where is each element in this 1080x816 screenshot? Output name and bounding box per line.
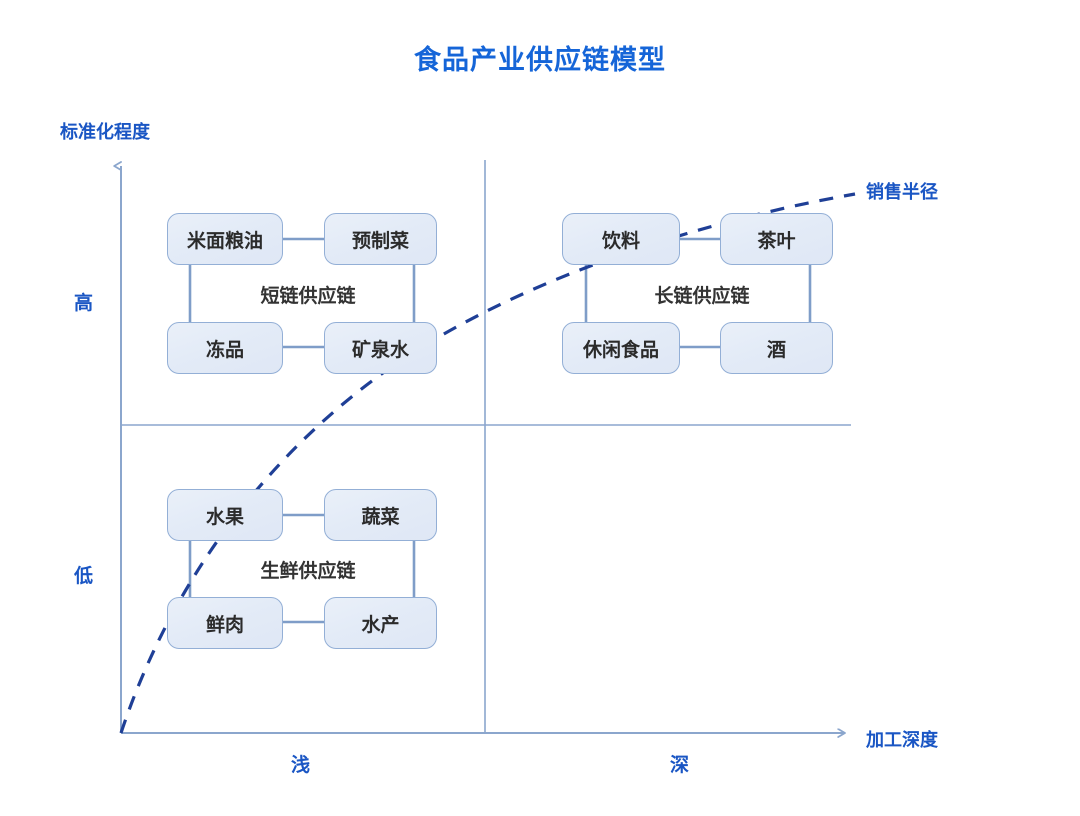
node-beverages[interactable]: 饮料 [562,213,680,265]
group-label-short-chain: 短链供应链 [234,281,382,308]
node-label: 休闲食品 [582,338,659,361]
y-tick-low: 低 [74,565,94,587]
page-title: 食品产业供应链模型 [414,45,666,76]
sales-radius-curve [119,192,856,734]
node-label: 酒 [766,338,786,361]
node-label: 鲜肉 [205,613,244,636]
y-axis-title: 标准化程度 [60,122,150,143]
x-tick-deep: 深 [670,754,690,776]
node-vegetables[interactable]: 蔬菜 [324,489,437,541]
node-label: 水产 [361,613,400,636]
node-label: 矿泉水 [351,338,409,361]
node-frozen-goods[interactable]: 冻品 [167,322,283,374]
group-label-fresh-chain: 生鲜供应链 [234,556,382,583]
node-aquatic-products[interactable]: 水产 [324,597,437,649]
node-label: 预制菜 [351,229,409,252]
node-label: 水果 [205,505,244,528]
node-label: 冻品 [205,338,244,361]
node-fresh-meat[interactable]: 鲜肉 [167,597,283,649]
y-tick-high: 高 [74,292,94,314]
node-label: 米面粮油 [186,229,263,252]
node-label: 饮料 [601,229,640,252]
node-label: 茶叶 [757,229,796,252]
node-liquor[interactable]: 酒 [720,322,833,374]
node-label: 蔬菜 [361,505,400,528]
group-label-long-chain: 长链供应链 [628,281,776,308]
node-snack-food[interactable]: 休闲食品 [562,322,680,374]
node-mineral-water[interactable]: 矿泉水 [324,322,437,374]
x-axis-title: 加工深度 [866,730,938,751]
node-fruit[interactable]: 水果 [167,489,283,541]
sales-radius-label: 销售半径 [866,182,938,203]
node-tea[interactable]: 茶叶 [720,213,833,265]
node-prepared-dishes[interactable]: 预制菜 [324,213,437,265]
x-tick-shallow: 浅 [291,754,311,776]
node-rice-flour-grain-oil[interactable]: 米面粮油 [167,213,283,265]
